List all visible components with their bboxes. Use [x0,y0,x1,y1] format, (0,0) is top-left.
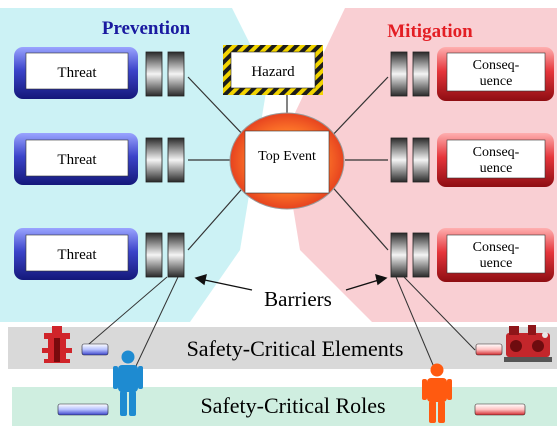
threat-box-1: Threat [14,47,138,99]
barrier [412,137,430,183]
consequence-label-1a: Conseq- [473,58,520,73]
threat-label-1: Threat [57,65,97,81]
barrier [412,51,430,97]
element-bar-left [81,343,109,356]
mitigation-title: Mitigation [387,21,473,42]
barriers-arrows [194,273,388,291]
connector-lines [187,76,389,251]
barrier [145,232,163,278]
hazard-label: Hazard [251,64,295,80]
consequence-label-2b: uence [480,161,513,176]
barrier [412,232,430,278]
roles-band-label: Safety-Critical Roles [200,393,385,418]
band-connectors [81,276,476,373]
person-blue-icon [113,350,143,416]
barrier [145,51,163,97]
barrier [167,232,185,278]
consequence-label-2a: Conseq- [473,145,520,160]
person-orange-icon [422,363,452,423]
pump-machinery-icon [504,325,552,362]
elements-band-label: Safety-Critical Elements [187,336,404,361]
barrier [390,137,408,183]
mitigation-barriers [390,51,430,278]
threat-box-3: Threat [14,228,138,280]
prevention-barriers [145,51,185,278]
role-bar-left [57,403,109,416]
barrier [390,232,408,278]
barriers-label: Barriers [264,287,332,311]
threat-label-2: Threat [57,152,97,168]
top-event: Top Event [229,112,345,210]
valve-assembly-icon [42,326,72,363]
consequence-label-3a: Conseq- [473,240,520,255]
consequence-box-1: Conseq- uence [437,47,554,101]
consequence-label-3b: uence [480,256,513,271]
barrier [167,51,185,97]
hazard-box: Hazard [223,45,323,95]
threat-label-3: Threat [57,247,97,263]
consequence-label-1b: uence [480,74,513,89]
consequence-box-2: Conseq- uence [437,133,554,187]
role-bar-right [474,403,526,416]
barrier [145,137,163,183]
threat-box-2: Threat [14,133,138,185]
barrier [167,137,185,183]
element-bar-right [475,343,503,356]
prevention-title: Prevention [102,18,191,39]
top-event-label: Top Event [258,149,316,164]
consequence-box-3: Conseq- uence [437,228,554,282]
barrier [390,51,408,97]
